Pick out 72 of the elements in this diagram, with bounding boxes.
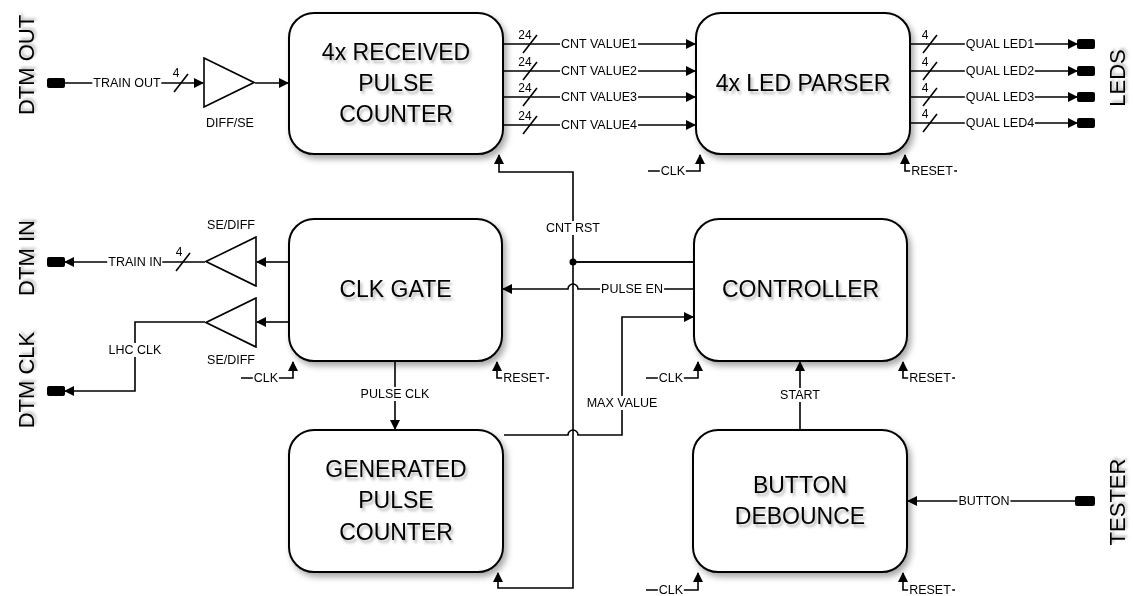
- buffer-symbol: [205, 297, 257, 348]
- bus-width-label: 24: [517, 28, 533, 42]
- signal-label: QUAL LED2: [964, 64, 1036, 78]
- buffer-symbol: [203, 57, 255, 108]
- signal-label: CNT VALUE1: [560, 37, 638, 51]
- signal-label: QUAL LED4: [964, 116, 1036, 130]
- signal-label: QUAL LED3: [964, 90, 1036, 104]
- bus-width-label: 4: [171, 66, 181, 80]
- symbol-label: SE/DIFF: [206, 353, 256, 367]
- signal-label: RESET: [910, 164, 954, 178]
- process-box: [693, 218, 908, 362]
- arrow: [254, 78, 289, 88]
- port-label: DTM OUT: [15, 14, 39, 116]
- connector-pin: [47, 257, 65, 267]
- connector-pin: [1077, 39, 1095, 49]
- port-label: LEDS: [1106, 49, 1130, 107]
- arrow: [256, 257, 289, 267]
- signal-label: CNT VALUE2: [560, 64, 638, 78]
- connector-pin: [1077, 92, 1095, 102]
- arrow: [493, 261, 694, 589]
- arrow: [503, 312, 694, 436]
- signal-label: RESET: [908, 371, 952, 385]
- bus-width-label: 4: [920, 55, 930, 69]
- port-label: TESTER: [1106, 458, 1130, 546]
- signal-label: LHC CLK: [107, 343, 163, 357]
- process-box: [695, 12, 911, 155]
- block-title: CLK GATE: [339, 275, 452, 305]
- signal-label: MAX VALUE: [585, 396, 659, 410]
- block-title: 4x RECEIVED PULSE COUNTER: [320, 37, 472, 129]
- signal-label: CNT RST: [545, 221, 601, 235]
- block-title: BUTTON DEBOUNCE: [733, 470, 867, 531]
- signal-label: CNT VALUE3: [560, 90, 638, 104]
- block-title: GENERATED PULSE COUNTER: [324, 455, 468, 547]
- signal-label: CNT VALUE4: [560, 118, 638, 132]
- signal-label: PULSE CLK: [359, 387, 431, 401]
- signal-label: RESET: [908, 583, 952, 596]
- process-box: [288, 429, 504, 573]
- port-label: DTM IN: [15, 220, 39, 296]
- connector-pin: [47, 78, 65, 88]
- signal-label: QUAL LED1: [964, 37, 1036, 51]
- signal-label: RESET: [502, 371, 546, 385]
- signal-label: BUTTON: [957, 494, 1011, 508]
- signal-label: START: [779, 388, 821, 402]
- port-label: DTM CLK: [15, 331, 39, 429]
- process-box: [288, 218, 503, 362]
- buffer-symbol: [205, 236, 257, 287]
- connector-pin: [1077, 66, 1095, 76]
- bus-width-label: 24: [517, 109, 533, 123]
- connector-pin: [1075, 496, 1095, 506]
- bus-width-label: 4: [174, 245, 184, 259]
- block-title: 4x LED PARSER: [715, 68, 891, 98]
- signal-label: PULSE EN: [600, 282, 664, 296]
- symbol-label: DIFF/SE: [205, 116, 255, 130]
- block-title: CONTROLLER: [721, 275, 880, 305]
- process-box: [288, 12, 504, 155]
- connector-pin: [1077, 118, 1095, 128]
- signal-label: TRAIN IN: [107, 255, 163, 269]
- signal-label: CLK: [659, 164, 687, 178]
- arrow: [64, 321, 206, 396]
- symbol-label: SE/DIFF: [206, 218, 256, 232]
- signal-label: TRAIN OUT: [92, 76, 162, 90]
- bus-width-label: 4: [920, 28, 930, 42]
- bus-width-label: 24: [517, 55, 533, 69]
- arrow: [256, 317, 289, 327]
- bus-width-label: 4: [920, 81, 930, 95]
- connector-pin: [47, 386, 65, 396]
- process-box: [692, 429, 908, 573]
- signal-label: CLK: [657, 371, 685, 385]
- bus-width-label: 4: [920, 107, 930, 121]
- signal-label: CLK: [252, 371, 280, 385]
- signal-label: CLK: [657, 583, 685, 596]
- bus-width-label: 24: [517, 81, 533, 95]
